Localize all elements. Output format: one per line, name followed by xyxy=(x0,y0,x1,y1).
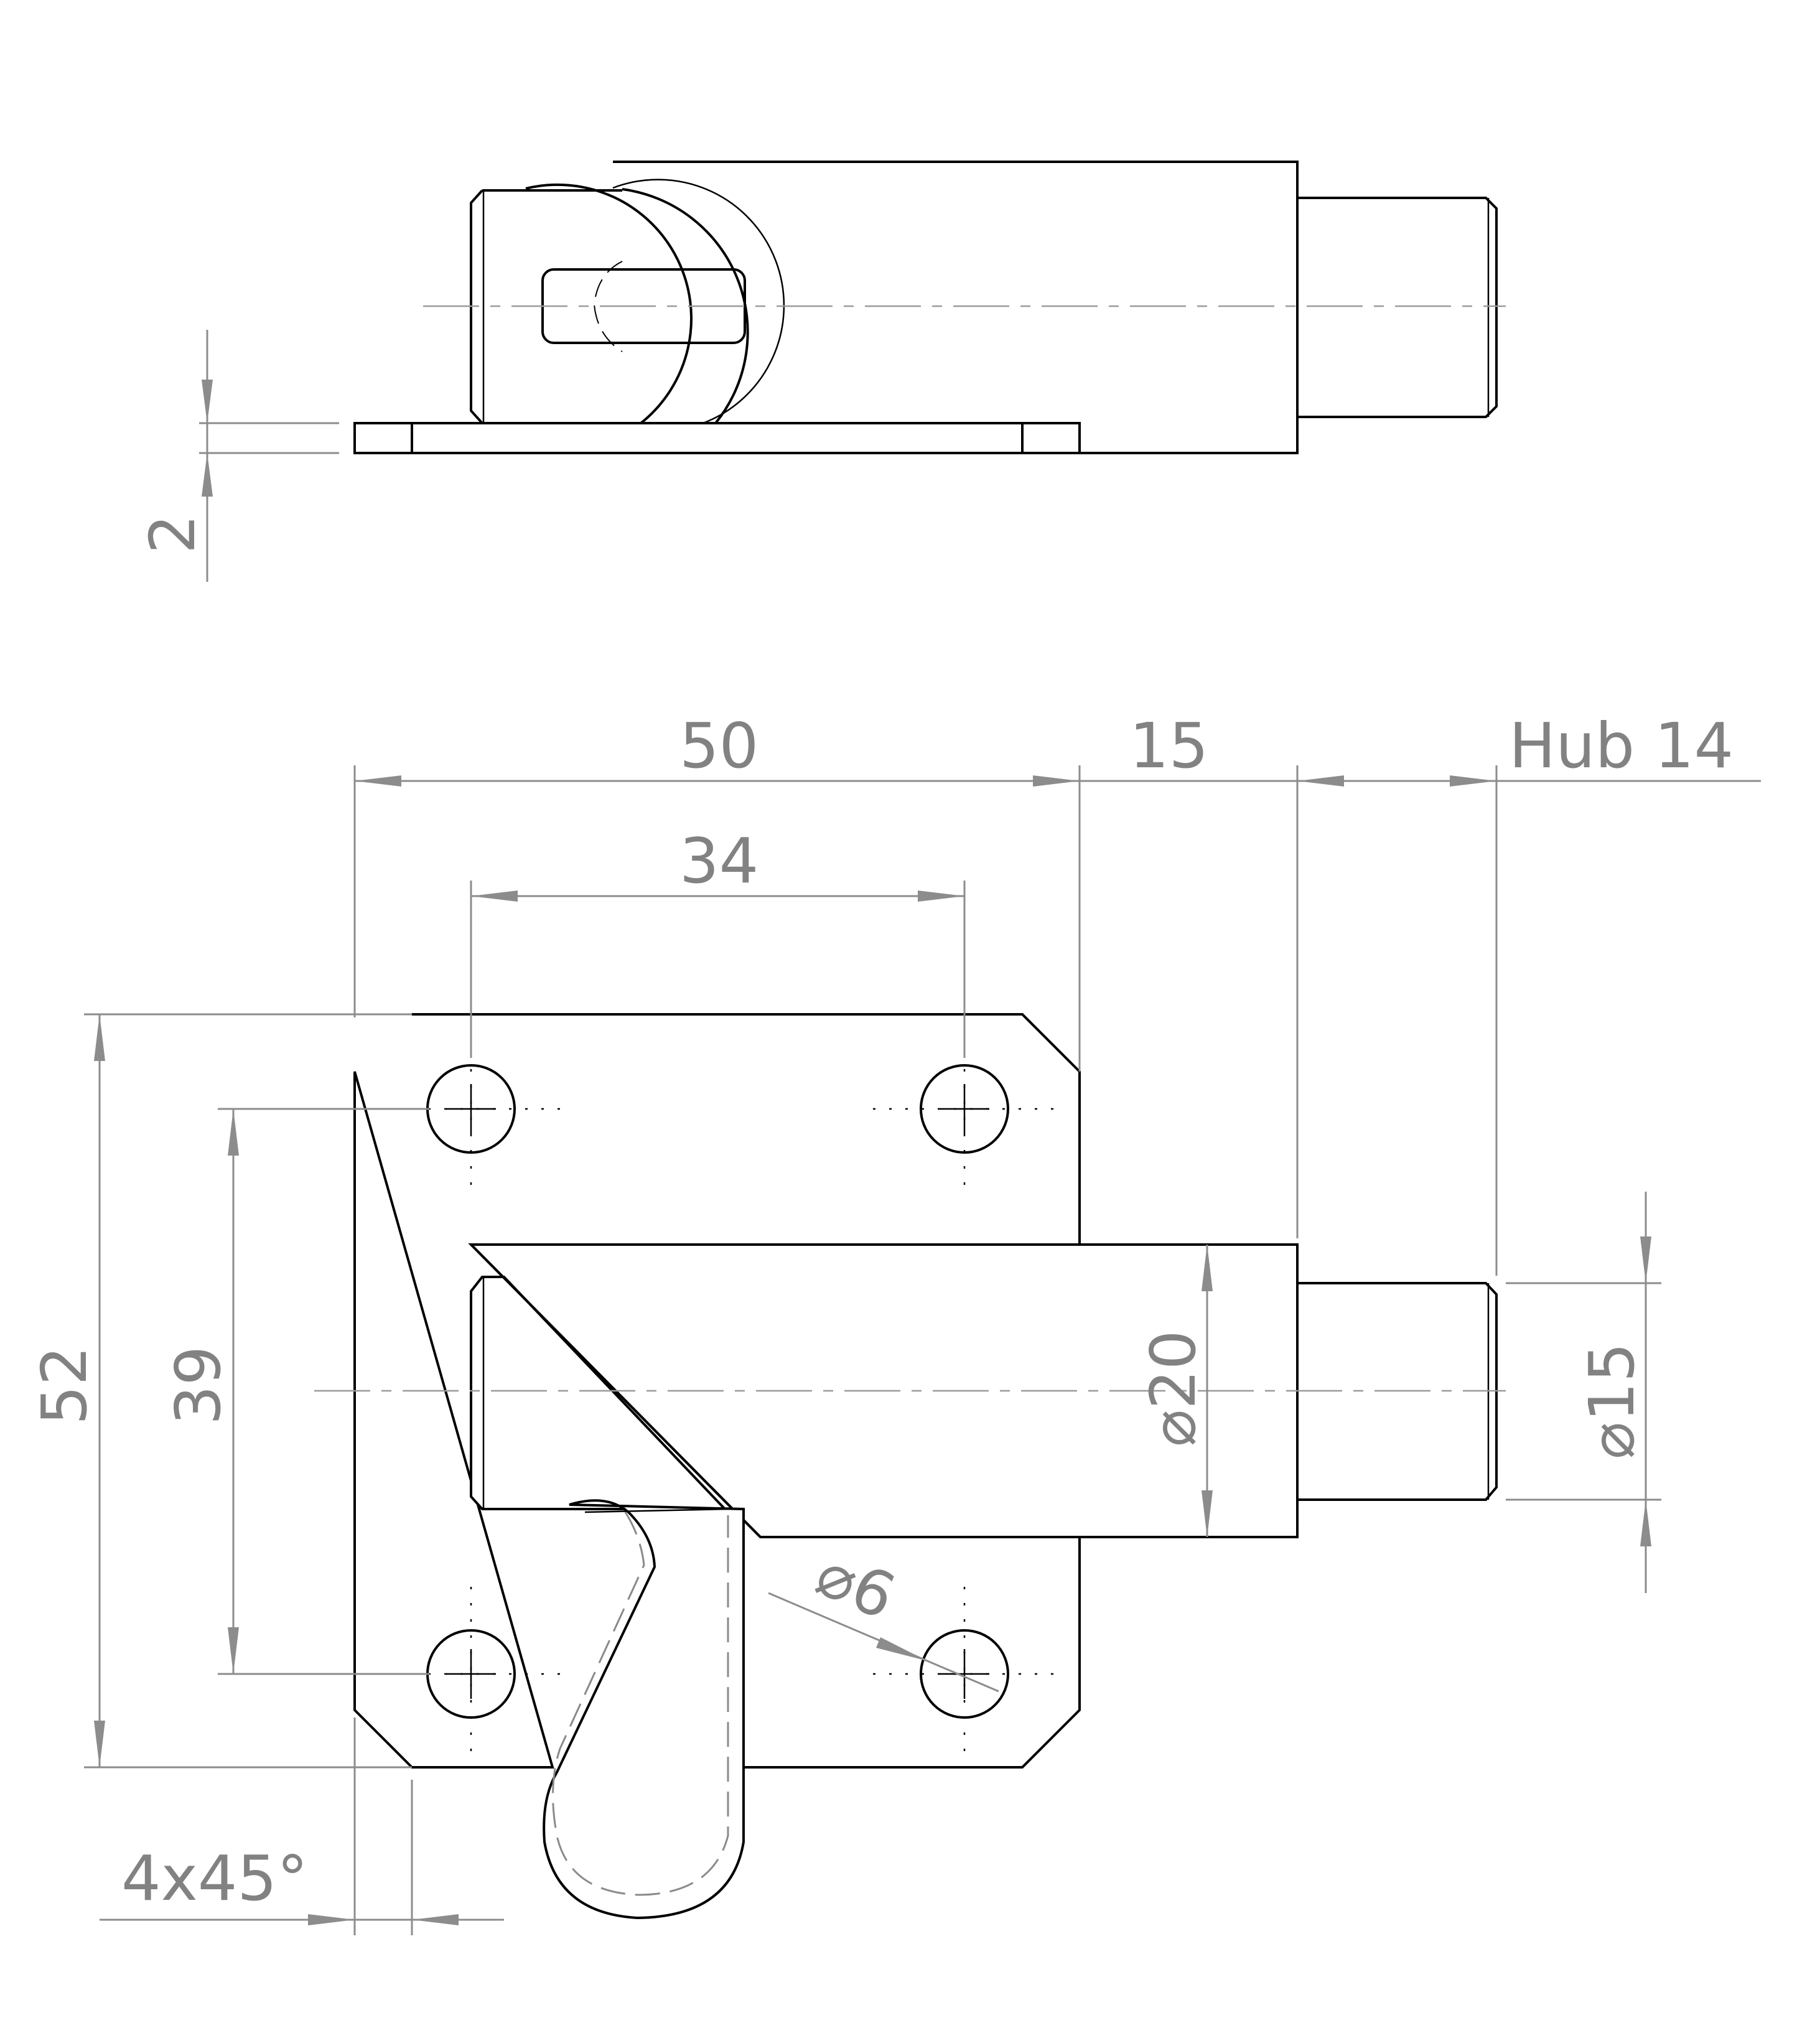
dim-body-protrusion-label: 15 xyxy=(1129,709,1208,782)
dim-chamfer: 4x45° xyxy=(100,1718,504,1935)
dim-body-diameter: ⌀20 xyxy=(1137,1245,1213,1537)
dim-plate-width-label: 50 xyxy=(679,709,758,782)
dim-plate-height: 52 xyxy=(28,1013,412,1769)
dim-hole-spacing-horizontal-label: 34 xyxy=(679,825,758,897)
front-view-handle-hidden xyxy=(552,1512,729,1896)
top-view-bolt xyxy=(1297,197,1498,418)
dim-body-protrusion: 15 xyxy=(1080,709,1344,1238)
dim-hole-spacing-horizontal: 34 xyxy=(470,825,966,1058)
top-view-body xyxy=(355,161,1299,454)
dim-chamfer-label: 4x45° xyxy=(121,1842,308,1915)
dim-stroke-label: Hub 14 xyxy=(1509,709,1734,782)
front-view-handle xyxy=(543,1499,745,1920)
dim-stroke: Hub 14 xyxy=(1297,709,1761,1276)
dim-hole-spacing-vertical-label: 39 xyxy=(162,1346,235,1425)
dim-plate-height-label: 52 xyxy=(28,1346,101,1425)
dim-plate-thickness-label: 2 xyxy=(136,514,209,554)
dim-bolt-diameter: ⌀15 xyxy=(1506,1192,1661,1593)
dim-body-diameter-label: ⌀20 xyxy=(1137,1330,1210,1447)
top-view xyxy=(353,161,1506,454)
dim-plate-thickness: 2 xyxy=(136,330,339,582)
dim-hole-spacing-vertical: 39 xyxy=(162,1108,429,1675)
top-view-handle-ring xyxy=(525,183,693,424)
mounting-hole-bottom-right xyxy=(873,1587,1057,1761)
mounting-hole-top-right xyxy=(873,1021,1057,1198)
dim-bolt-diameter-label: ⌀15 xyxy=(1575,1343,1648,1459)
dim-hole-diameter-label: ⌀6 xyxy=(806,1536,906,1633)
front-view-base-plate xyxy=(353,1013,1081,1769)
top-view-base-plate xyxy=(353,422,1081,454)
dim-plate-width: 50 xyxy=(353,709,1081,1072)
front-view xyxy=(314,1013,1506,1920)
